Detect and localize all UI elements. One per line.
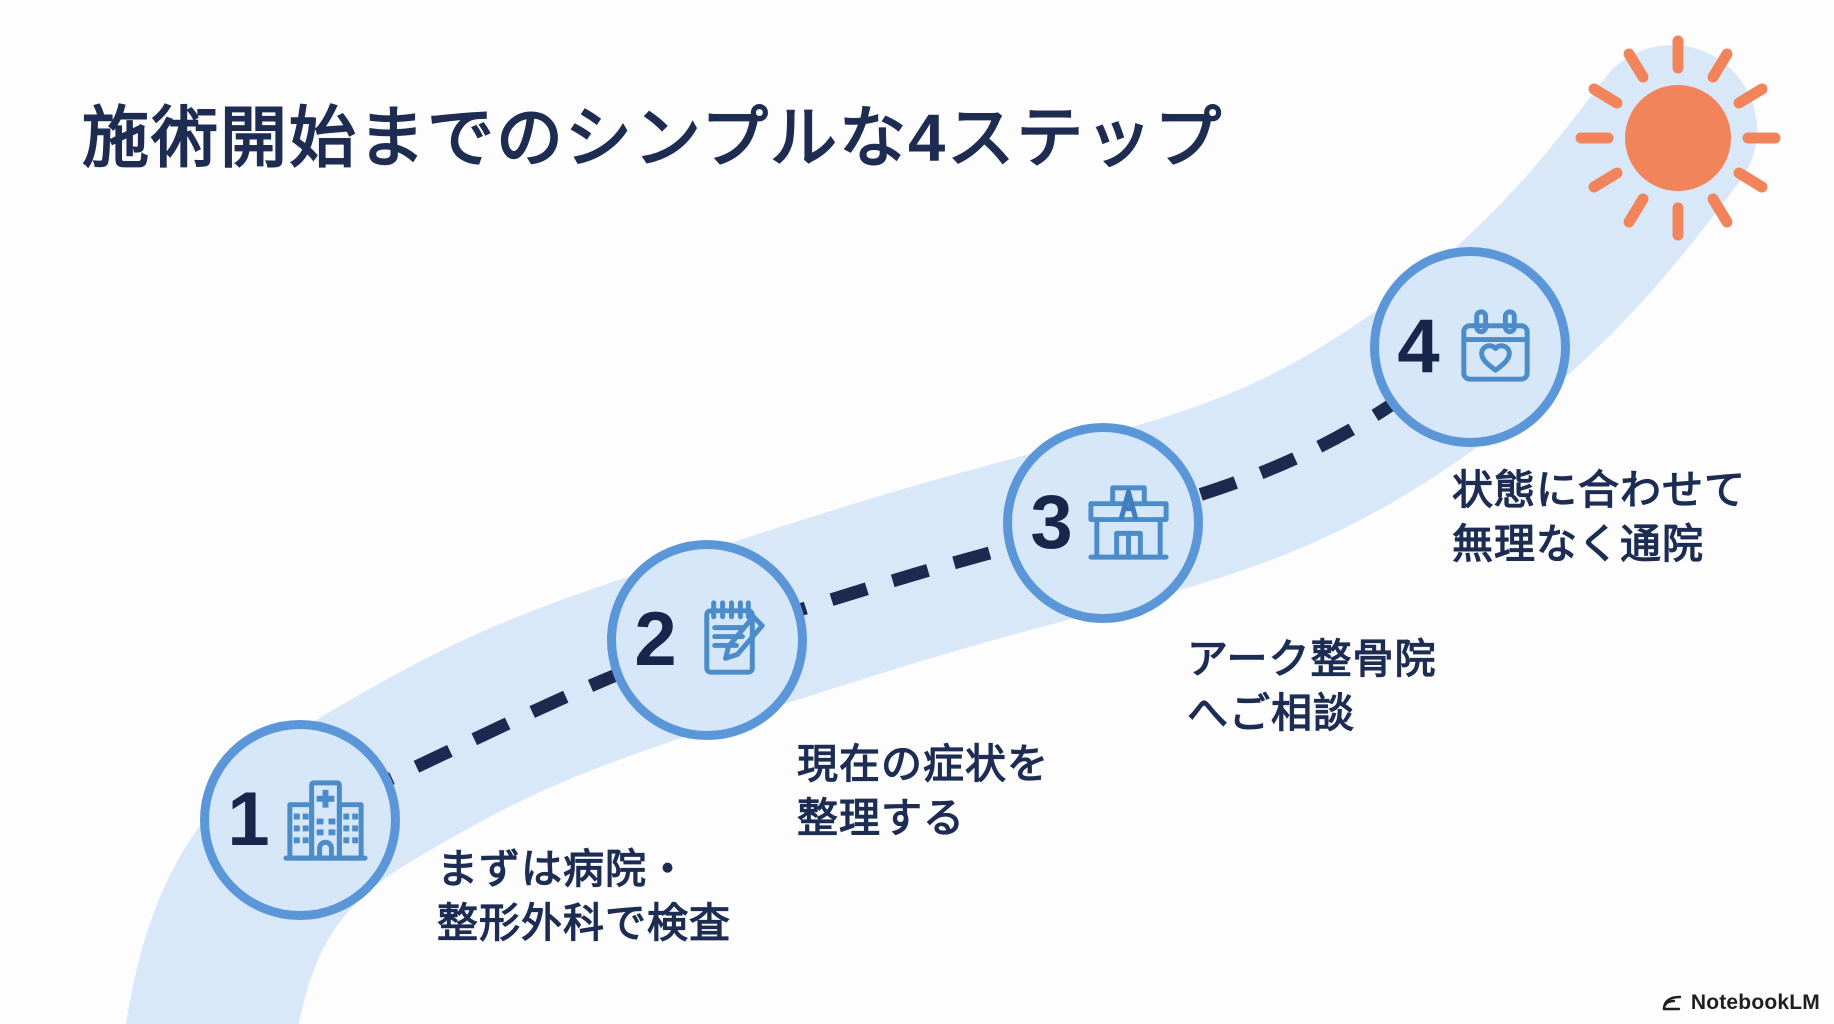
notebooklm-watermark: NotebookLM bbox=[1660, 991, 1820, 1015]
step-1-number: 1 bbox=[227, 777, 270, 862]
step-1-circle: 1 bbox=[200, 720, 400, 920]
step-2-number: 2 bbox=[634, 597, 677, 682]
step-3-circle: 3 bbox=[1003, 423, 1203, 623]
step-2-circle: 2 bbox=[607, 540, 807, 740]
step-2-label-line-1: 現在の症状を bbox=[797, 741, 1049, 787]
step-2-label: 現在の症状を 整理する bbox=[797, 737, 1049, 845]
sun-icon bbox=[1575, 35, 1781, 241]
step-3-label: アーク整骨院 へご相談 bbox=[1187, 632, 1437, 740]
step-1-label-line-1: まずは病院・ bbox=[437, 846, 689, 892]
page-title: 施術開始までのシンプルな4ステップ bbox=[82, 101, 1224, 176]
hospital-icon bbox=[283, 779, 368, 861]
notebooklm-label: NotebookLM bbox=[1690, 991, 1820, 1014]
step-4-label-line-1: 状態に合わせて bbox=[1452, 467, 1746, 513]
step-4-label: 状態に合わせて 無理なく通院 bbox=[1452, 463, 1746, 571]
dashed-route bbox=[297, 341, 1475, 826]
step-1-label-line-2: 整形外科で検査 bbox=[437, 900, 731, 947]
calendar-heart-icon bbox=[1461, 308, 1530, 382]
step-3-label-line-2: へご相談 bbox=[1187, 690, 1355, 737]
notebooklm-logo-icon bbox=[1662, 995, 1682, 1011]
step-4-label-line-2: 無理なく通院 bbox=[1452, 521, 1704, 568]
clinic-storefront-icon bbox=[1088, 484, 1169, 560]
step-4-circle: 4 bbox=[1370, 247, 1570, 447]
step-1-label: まずは病院・ 整形外科で検査 bbox=[437, 842, 731, 950]
notepad-pencil-icon bbox=[703, 599, 765, 675]
step-3-label-line-1: アーク整骨院 bbox=[1187, 636, 1437, 682]
step-3-number: 3 bbox=[1030, 480, 1073, 565]
step-2-label-line-2: 整理する bbox=[797, 795, 965, 842]
step-4-number: 4 bbox=[1397, 304, 1440, 389]
